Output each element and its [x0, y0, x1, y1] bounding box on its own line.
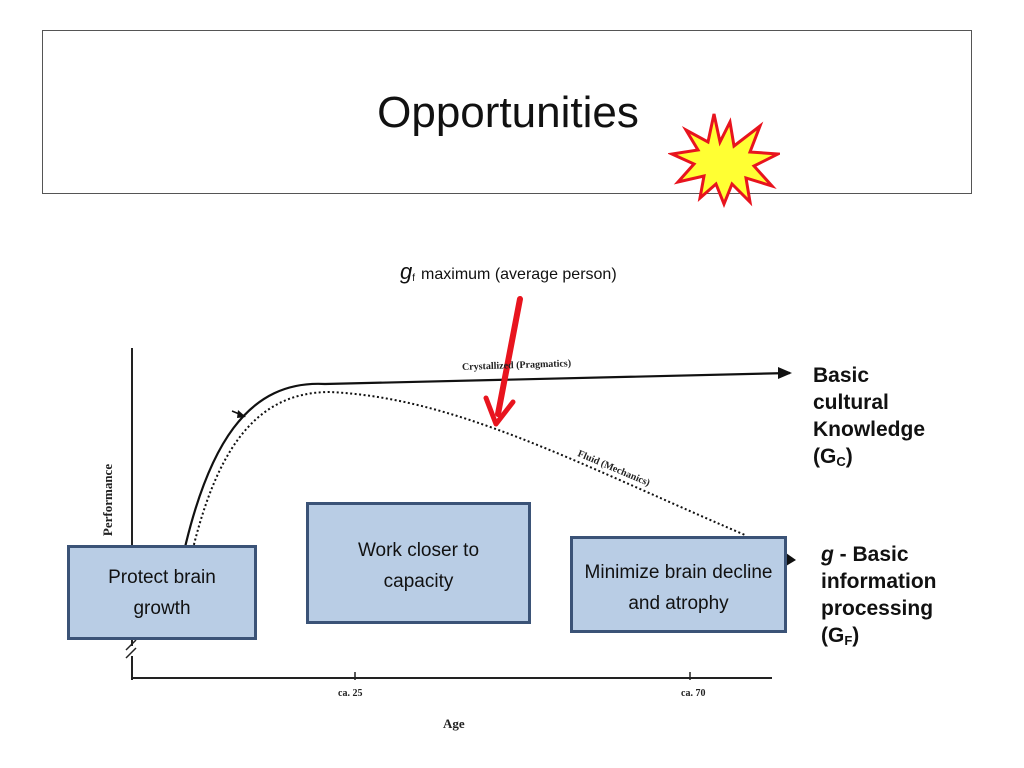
gf-symbol-open: (G [821, 624, 845, 647]
burst-shape [668, 113, 780, 208]
minimize-brain-decline-box: Minimize brain decline and atrophy [570, 536, 787, 633]
work-closer-to-capacity-text: Work closer to capacity [357, 540, 480, 592]
gc-symbol: (GC) [813, 443, 925, 475]
gf-symbol-close: ) [852, 624, 860, 647]
gf-label-line1: g - Basic [821, 541, 937, 568]
red-arrow-head [483, 395, 516, 427]
gc-label-line2: cultural [813, 391, 889, 414]
fluid-curve [185, 390, 746, 581]
gf-symbol: g [400, 259, 413, 284]
crystallized-arrowhead [778, 367, 792, 379]
gf-label-line3: processing [821, 597, 934, 620]
gc-label: Basic cultural Knowledge (GC) [813, 362, 925, 475]
gf-subscript: f [412, 273, 416, 284]
x-axis-label: Age [443, 716, 465, 731]
pointer-arrowhead [237, 410, 246, 418]
fluid-arrowhead [786, 553, 796, 566]
gc-label-line1: Basic [813, 364, 870, 387]
gc-label-line3: Knowledge [813, 418, 926, 441]
x-tick-label-25: ca. 25 [338, 688, 363, 699]
red-arrow-shaft [495, 296, 523, 417]
protect-brain-growth-text: Protect brain growth [108, 566, 216, 619]
title-box [42, 30, 972, 194]
gf-annotation-text: maximum (average person) [421, 266, 617, 283]
minimize-brain-decline-text: Minimize brain decline and atrophy [584, 562, 773, 614]
gc-symbol-open: (G [813, 445, 837, 468]
x-tick-label-70: ca. 70 [681, 688, 706, 699]
gf-symbol: (GF) [821, 622, 937, 654]
gf-label-line2: information [821, 570, 937, 593]
y-axis-label: Performance [100, 463, 115, 537]
axis-break-marks [125, 639, 137, 659]
gf-label-g: g [821, 543, 834, 566]
gf-maximum-annotation: gf maximum (average person) [400, 259, 617, 285]
work-closer-to-capacity-box: Work closer to capacity [306, 502, 531, 624]
gf-symbol-sub: F [844, 633, 853, 648]
protect-brain-growth-box: Protect brain growth [67, 545, 257, 640]
slide-title: Opportunities [377, 88, 639, 137]
gf-label: g - Basic information processing (GF) [821, 541, 937, 654]
explosion-burst-icon [668, 113, 780, 208]
crystallized-curve [176, 371, 791, 581]
gc-symbol-sub: C [836, 454, 846, 469]
gc-symbol-close: ) [845, 445, 853, 468]
gf-label-dash-basic: - Basic [833, 543, 909, 566]
